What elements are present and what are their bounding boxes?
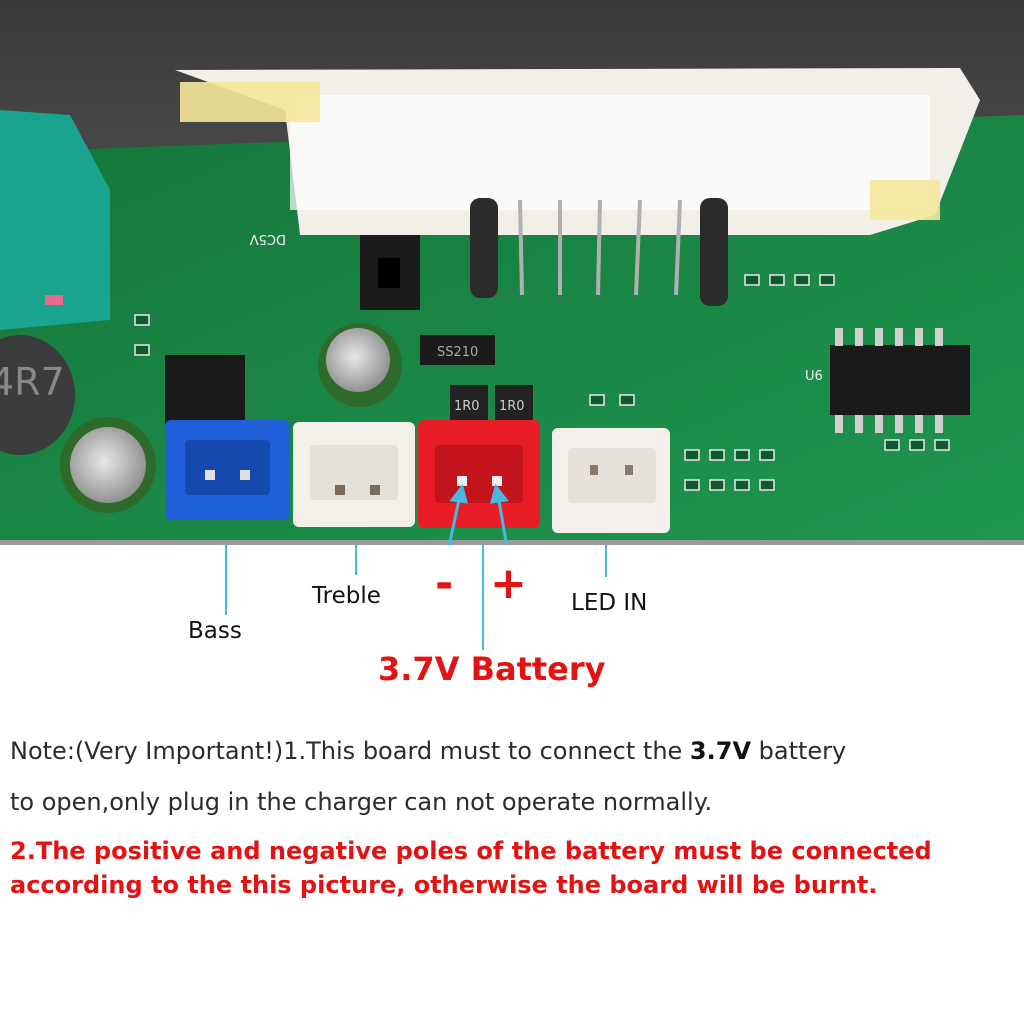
connector-treble (293, 422, 415, 527)
inductor (0, 335, 75, 455)
label-treble: Treble (312, 583, 381, 609)
resistor-1r0-a (450, 385, 488, 423)
note-line-1-bold: 3.7V (689, 737, 752, 765)
note-line-1: Note:(Very Important!)1.This board must … (10, 737, 846, 765)
chip-u6 (830, 345, 970, 415)
leader-battery (482, 545, 484, 650)
note-line-1-suffix: battery (751, 737, 847, 765)
note-line-1-prefix: Note:(Very Important!)1.This board must … (10, 737, 690, 765)
connector-bass (165, 420, 290, 520)
warning-line-1: 2.The positive and negative poles of the… (10, 837, 932, 865)
pcb-photo: 4R7 SS210 1R0 1R0 DC5V U6 (0, 0, 1024, 545)
diode-label: SS210 (437, 345, 478, 360)
leader-bass (225, 545, 227, 615)
warning-line-2: according to the this picture, otherwise… (10, 871, 878, 899)
silk-u6: U6 (805, 369, 823, 384)
leader-led-in (605, 545, 607, 577)
diode-ss210 (420, 335, 495, 365)
note-line-2: to open,only plug in the charger can not… (10, 788, 713, 816)
leader-treble (355, 545, 357, 575)
resistor-label-a: 1R0 (454, 399, 480, 414)
connector-led-in (552, 428, 670, 533)
label-battery: 3.7V Battery (378, 650, 606, 688)
display-pins (518, 199, 682, 296)
green-component (0, 110, 110, 330)
resistor-label-b: 1R0 (499, 399, 525, 414)
silk-dc5v: DC5V (250, 231, 286, 246)
connector-battery (418, 420, 540, 528)
amp-chip (165, 355, 245, 425)
label-led-in: LED IN (571, 590, 648, 616)
label-bass: Bass (188, 618, 242, 644)
label-plus: + (490, 558, 527, 609)
battery-pin-arrows (447, 483, 509, 545)
inductor-marking: 4R7 (0, 360, 65, 404)
label-minus: - (435, 558, 454, 609)
resistor-1r0-b (495, 385, 533, 423)
